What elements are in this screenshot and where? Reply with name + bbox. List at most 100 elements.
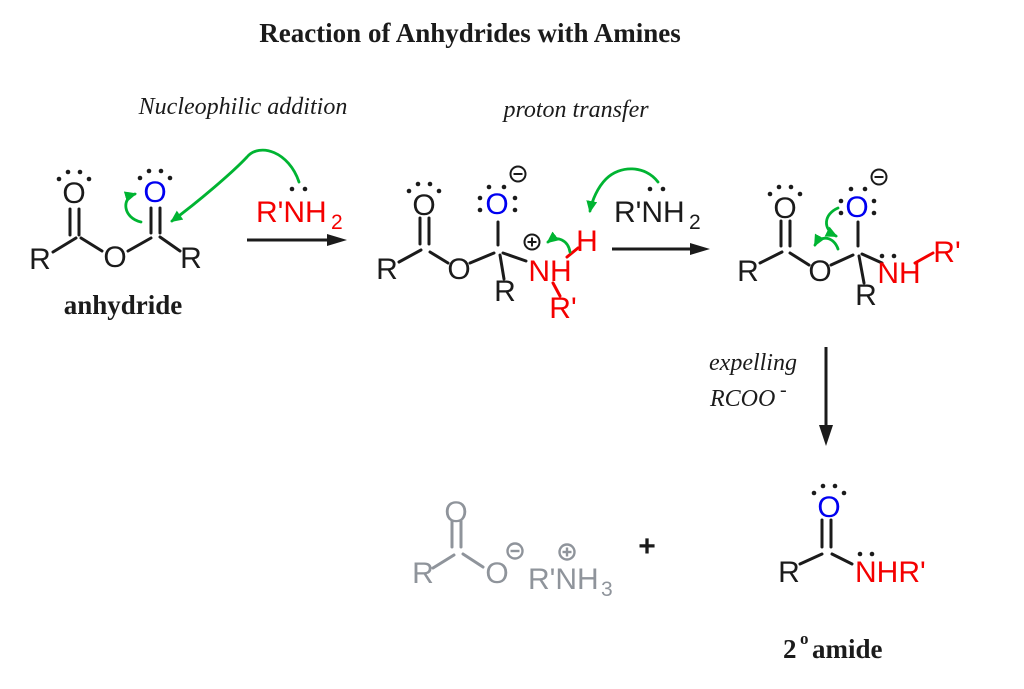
bond-c-o-bridge (79, 236, 104, 253)
bond-c-o-bridge (788, 251, 811, 267)
expelling-word: expelling (709, 350, 797, 376)
lone-pair-n (879, 253, 897, 259)
minus-charge-icon (506, 542, 524, 560)
plus-charge-icon (558, 543, 576, 561)
reaction-arrow-down (819, 347, 833, 446)
atom-o: O (444, 496, 467, 529)
lone-pair-n (289, 186, 295, 192)
curved-arrow-amine-to-proton (586, 167, 660, 213)
lone-pair-n (857, 551, 875, 557)
page-title: Reaction of Anhydrides with Amines (259, 18, 681, 48)
amide-label: 2 o amide (783, 629, 883, 664)
atom-o: O (62, 177, 85, 210)
amine-formula: R'NH (614, 196, 685, 229)
bond-r-c (798, 552, 824, 566)
anhydride-structure: R O O O R anhydride (29, 168, 202, 320)
atom-r: R (778, 556, 800, 589)
amine-reagent-2: R'NH 2 (614, 186, 701, 234)
carboxylate-ammonium-byproduct: R O O R'NH 3 (412, 496, 613, 601)
minus-charge-icon (509, 165, 527, 183)
ammonium-formula-sub: 3 (601, 578, 613, 601)
arrowhead (819, 425, 833, 446)
amine-formula-sub: 2 (689, 211, 701, 234)
atom-r-prime: R' (933, 236, 960, 269)
lone-pairs-carbonyl-o (767, 184, 803, 197)
atom-nh: NH (877, 257, 920, 290)
bond-c-o-bridge (428, 250, 450, 265)
anhydride-label: anhydride (64, 290, 183, 320)
bond-o-bridge-c (126, 236, 153, 253)
expelling-annotation: expelling RCOO - (709, 350, 797, 412)
lone-pairs-alkoxide-o (838, 186, 877, 216)
lone-pair-n (302, 186, 308, 192)
minus-charge-icon (870, 168, 888, 186)
amine-formula-sub: 2 (331, 211, 343, 234)
amide-label-word: amide (812, 634, 883, 664)
amide-label-number: 2 (783, 634, 797, 664)
curved-arrow-amine-to-carbonyl (170, 148, 301, 223)
lone-pair-n (660, 186, 666, 192)
bond-o-bridge-c (468, 251, 496, 265)
bond-r-c (51, 236, 78, 254)
step-label-nucleophilic-addition: Nucleophilic addition (138, 94, 348, 120)
amine-reagent-1: R'NH 2 (256, 186, 343, 234)
bond-n-h (565, 246, 580, 259)
curved-arrow-nh-bond-to-n (546, 231, 572, 254)
plus-operator: + (638, 530, 656, 563)
atom-o: O (412, 189, 435, 222)
arrowhead (327, 234, 347, 246)
intermediate-structure: R O O O R NH H R' (376, 165, 598, 325)
bond-r-c (431, 553, 456, 570)
step-label-proton-transfer: proton transfer (501, 97, 649, 123)
plus-charge-icon (523, 233, 541, 251)
bond-c-n (501, 251, 528, 263)
expelling-formula: RCOO (709, 386, 775, 412)
lone-pairs-carbonyl-o (56, 169, 92, 182)
ammonium-formula: R'NH (528, 563, 599, 596)
atom-r: R (494, 275, 516, 308)
atom-o-carboxylate: O (485, 557, 508, 590)
lone-pair-n (647, 186, 653, 192)
amine-formula: R'NH (256, 196, 327, 229)
atom-o: O (817, 491, 840, 524)
curved-arrow-pi-to-oxygen (123, 191, 143, 224)
atom-o-alkoxide: O (485, 188, 508, 221)
bond-n-rprime (551, 281, 562, 298)
bond-c-r (498, 253, 506, 281)
atom-r: R (737, 255, 759, 288)
atom-o-bridge: O (808, 255, 831, 288)
atom-o-alkoxide: O (845, 191, 868, 224)
bond-c-o (461, 552, 485, 569)
bond-c-r (158, 235, 182, 253)
lone-pairs-carbonyl-o (811, 483, 847, 496)
atom-o: O (773, 192, 796, 225)
atom-o-bridge: O (103, 241, 126, 274)
bond-c-n (830, 552, 854, 566)
atom-nh: NH (528, 255, 571, 288)
lone-pairs-carbonyl-o-blue (137, 168, 173, 181)
bond-r-c (397, 248, 423, 264)
atom-h: H (576, 225, 598, 258)
expelling-formula-charge: - (780, 379, 787, 401)
atom-o-bridge: O (447, 253, 470, 286)
bond-o-bridge-c (829, 253, 855, 267)
lone-pairs-alkoxide-o (477, 184, 518, 213)
atom-r: R (376, 253, 398, 286)
atom-o-blue: O (143, 176, 166, 209)
atom-r: R (29, 243, 51, 276)
curved-arrow-alkoxide-to-c (824, 206, 840, 238)
tetrahedral-structure: R O O O R NH R' (737, 168, 961, 312)
bond-c-r (857, 254, 866, 285)
curved-arrow-bond-to-leaving-o (813, 233, 840, 251)
bond-c-n (860, 252, 884, 265)
lone-pairs-carbonyl-o (406, 181, 442, 194)
atom-nhr-prime: NHR' (855, 556, 926, 589)
atom-r-prime: R' (549, 292, 576, 325)
bond-r-c (758, 250, 784, 265)
arrowhead (690, 243, 710, 255)
atom-r: R (412, 557, 434, 590)
bond-h-rprime (913, 251, 935, 265)
reaction-arrow-2 (612, 243, 710, 255)
